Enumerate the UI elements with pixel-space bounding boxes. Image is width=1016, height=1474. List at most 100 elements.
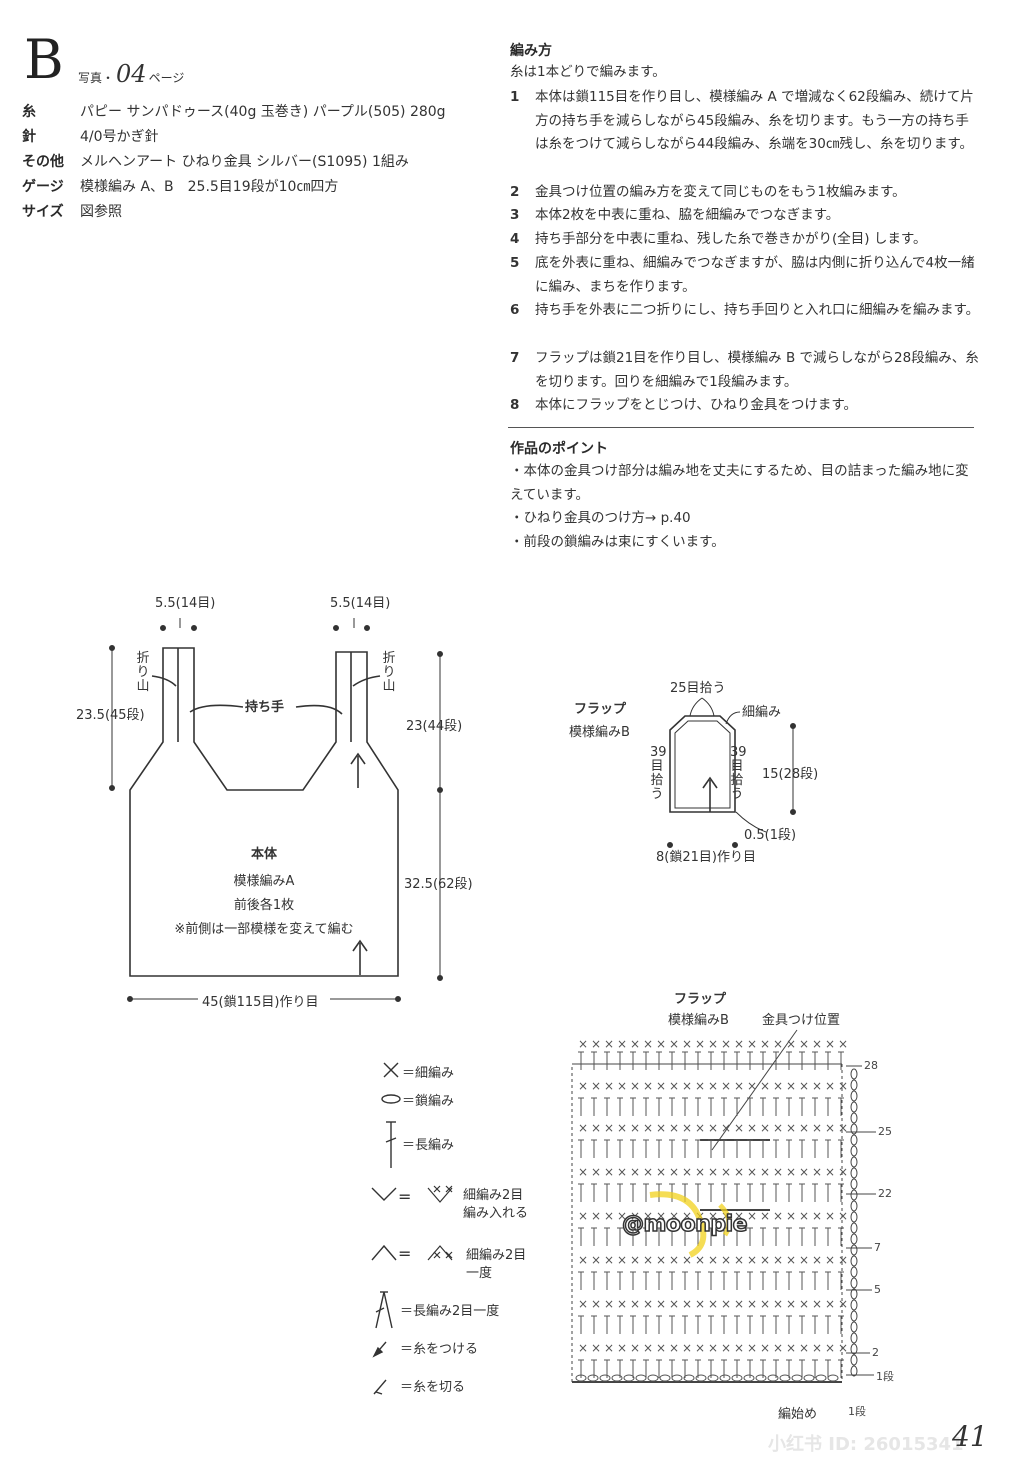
material-value: 図参照 (80, 204, 122, 220)
flap-pattern: 模様編みB (569, 725, 630, 740)
photo-label: 写真・ (78, 71, 115, 85)
sc-stitch: × (734, 1253, 744, 1267)
sc-stitch: × (838, 1253, 848, 1267)
sc-stitch: × (708, 1209, 718, 1223)
step-text: 持ち手を外表に二つ折りにし、持ち手回りと入れ口に細編みを編みます。 (535, 302, 980, 318)
sc-stitch: × (734, 1165, 744, 1179)
sc-stitch: × (591, 1079, 601, 1093)
sc-stitch: × (695, 1341, 705, 1355)
sc-stitch: × (695, 1037, 705, 1051)
point-item: ・ひねり金具のつけ方→ p.40 (510, 510, 691, 526)
sc-stitch: × (591, 1037, 601, 1051)
material-key: 針 (22, 129, 36, 145)
sc-stitch: × (708, 1037, 718, 1051)
flap-pick-side-left: 39目拾う (650, 745, 667, 802)
sc-stitch: × (734, 1079, 744, 1093)
sc-stitch: × (656, 1341, 666, 1355)
step-number: 6 (510, 302, 520, 318)
chain-stitch (803, 1374, 815, 1382)
sc-stitch: × (838, 1297, 848, 1311)
sc-stitch: × (591, 1253, 601, 1267)
sc-stitch: × (799, 1121, 809, 1135)
sc-stitch: × (721, 1121, 731, 1135)
sc-stitch: × (747, 1341, 757, 1355)
row-label: 2 (872, 1346, 879, 1359)
material-row: 糸 パピー サンパドゥース(40g 玉巻き) パープル(505) 280g (22, 102, 446, 122)
sc-stitch: × (578, 1165, 588, 1179)
material-key: ゲージ (22, 179, 64, 195)
points-title: 作品のポイント (510, 441, 608, 457)
sc-stitch: × (799, 1209, 809, 1223)
legend-text: ＝細編み (402, 1066, 455, 1081)
sc-stitch: × (604, 1341, 614, 1355)
sc-stitch: × (682, 1037, 692, 1051)
sc-stitch: × (656, 1165, 666, 1179)
sc-stitch: × (747, 1079, 757, 1093)
photo-suffix: ページ (148, 71, 185, 85)
legend-text: 細編み2目 編み入れる (463, 1188, 529, 1221)
sc-stitch: × (669, 1297, 679, 1311)
sc-stitch: × (656, 1209, 666, 1223)
height-left-label: 23.5(45段) (76, 708, 145, 723)
chain-stitch-side (850, 1343, 858, 1355)
sc-stitch: × (734, 1209, 744, 1223)
material-key: 糸 (22, 104, 36, 120)
sc-stitch: × (682, 1121, 692, 1135)
chart-start-label: 編始め (778, 1407, 818, 1422)
sc-stitch: × (682, 1253, 692, 1267)
material-value: パピー サンパドゥース(40g 玉巻き) パープル(505) 280g (80, 104, 446, 120)
legend-secondary (427, 1185, 453, 1261)
chain-stitch-side (850, 1277, 858, 1289)
sc-stitch: × (695, 1253, 705, 1267)
step-number: 1 (510, 89, 520, 105)
watermark-handle: @moonpie (621, 1211, 748, 1238)
sc-stitch: × (695, 1079, 705, 1093)
sc-stitch: × (630, 1165, 640, 1179)
chain-stitch-side (850, 1288, 858, 1300)
sc-stitch: × (617, 1079, 627, 1093)
chain-stitch-side (850, 1189, 858, 1201)
chain-stitch (731, 1374, 743, 1382)
sc-stitch: × (656, 1121, 666, 1135)
sc-stitch: × (656, 1297, 666, 1311)
sc-stitch: × (721, 1253, 731, 1267)
body-bottom-label: 45(鎖115目)作り目 (202, 995, 319, 1010)
sc-stitch: × (695, 1165, 705, 1179)
sc-stitch: × (786, 1297, 796, 1311)
chain-stitch (767, 1374, 779, 1382)
chain-stitch-side (850, 1090, 858, 1102)
sc-stitch: × (747, 1253, 757, 1267)
legend-text: ＝鎖編み (402, 1094, 455, 1109)
sc-stitch: × (838, 1341, 848, 1355)
sc-stitch: × (695, 1121, 705, 1135)
legend-eq: = (398, 1244, 412, 1263)
sc-stitch: × (617, 1121, 627, 1135)
sc-stitch: × (825, 1341, 835, 1355)
chain-stitch-side (850, 1112, 858, 1124)
sc-stitch: × (591, 1341, 601, 1355)
chain-stitch-side (850, 1068, 858, 1080)
sc-stitch: × (734, 1341, 744, 1355)
legend-text: 細編み2目 一度 (466, 1248, 527, 1281)
sc-stitch: × (760, 1341, 770, 1355)
body-height-label: 32.5(62段) (404, 877, 473, 892)
sc-stitch: × (604, 1079, 614, 1093)
chain-stitch-side (850, 1354, 858, 1366)
chain-stitch-side (850, 1244, 858, 1256)
instructions-intro: 糸は1本どりで編みます。 (510, 64, 666, 80)
sc-stitch: × (708, 1121, 718, 1135)
sc-stitch: × (682, 1297, 692, 1311)
sc-stitch: × (708, 1079, 718, 1093)
sc2inc-icon (371, 1187, 397, 1201)
bottom-watermark: 小红书 ID: 26015341 (768, 1434, 964, 1455)
flap-sc-label: 細編み (742, 705, 782, 720)
step-text: 金具つけ位置の編み方を変えて同じものをもう1枚編みます。 (535, 184, 906, 200)
chain-stitch-side (850, 1167, 858, 1179)
sc-stitch: × (630, 1341, 640, 1355)
sc-stitch: × (617, 1165, 627, 1179)
sc-stitch: × (760, 1209, 770, 1223)
